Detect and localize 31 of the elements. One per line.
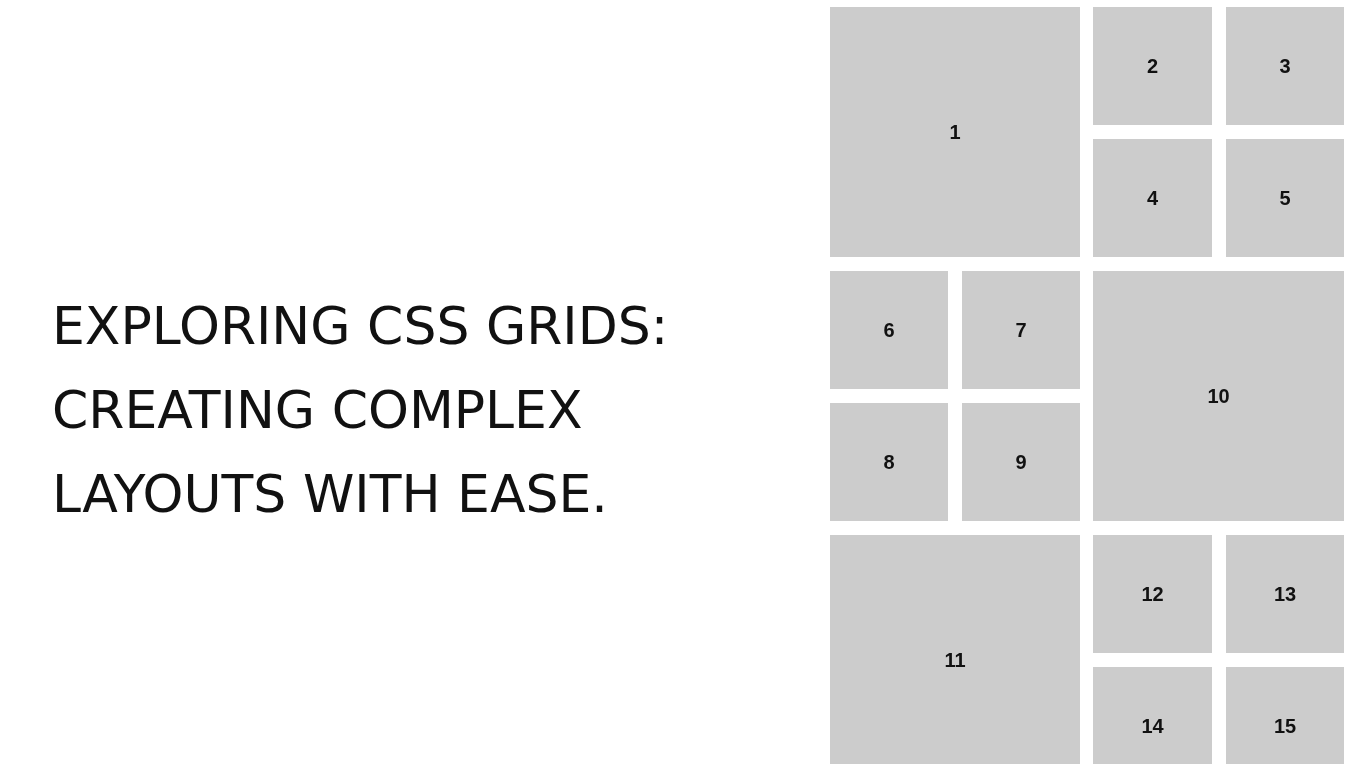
grid-cell <box>1226 535 1344 653</box>
grid-cell <box>962 271 1080 389</box>
grid-cell <box>1226 667 1344 764</box>
cell-number: 3 <box>1279 54 1291 78</box>
cell-number: 8 <box>883 450 895 474</box>
grid-cell <box>1093 271 1344 521</box>
cell-number: 10 <box>1207 384 1230 408</box>
cell-number: 9 <box>1015 450 1027 474</box>
grid-cell <box>1093 535 1212 653</box>
cell-number: 12 <box>1141 582 1164 606</box>
cell-number: 2 <box>1146 54 1159 78</box>
cell-number: 7 <box>1015 318 1027 342</box>
grid-cell <box>962 403 1080 521</box>
grid-cell <box>830 403 948 521</box>
grid-cell <box>830 271 948 389</box>
cell-number: 4 <box>1146 186 1159 210</box>
grid-cell <box>1093 139 1212 257</box>
grid-cell <box>1093 667 1212 764</box>
grid-cell <box>1226 7 1344 125</box>
cell-number: 13 <box>1273 582 1297 606</box>
cell-number: 6 <box>883 318 895 342</box>
heading: EXPLORING CSS GRIDS: CREATING COMPLEX LAYOUTS WITH EASE. <box>52 295 670 526</box>
grid-cell <box>830 7 1080 257</box>
cell-number: 1 <box>949 120 961 144</box>
grid-cell <box>1093 7 1212 125</box>
grid-cell <box>1226 139 1344 257</box>
grid-cell <box>830 535 1080 764</box>
cell-number: 11 <box>944 648 966 672</box>
cell-number: 14 <box>1141 714 1164 738</box>
cell-number: 15 <box>1273 714 1297 738</box>
cell-number: 5 <box>1279 186 1291 210</box>
